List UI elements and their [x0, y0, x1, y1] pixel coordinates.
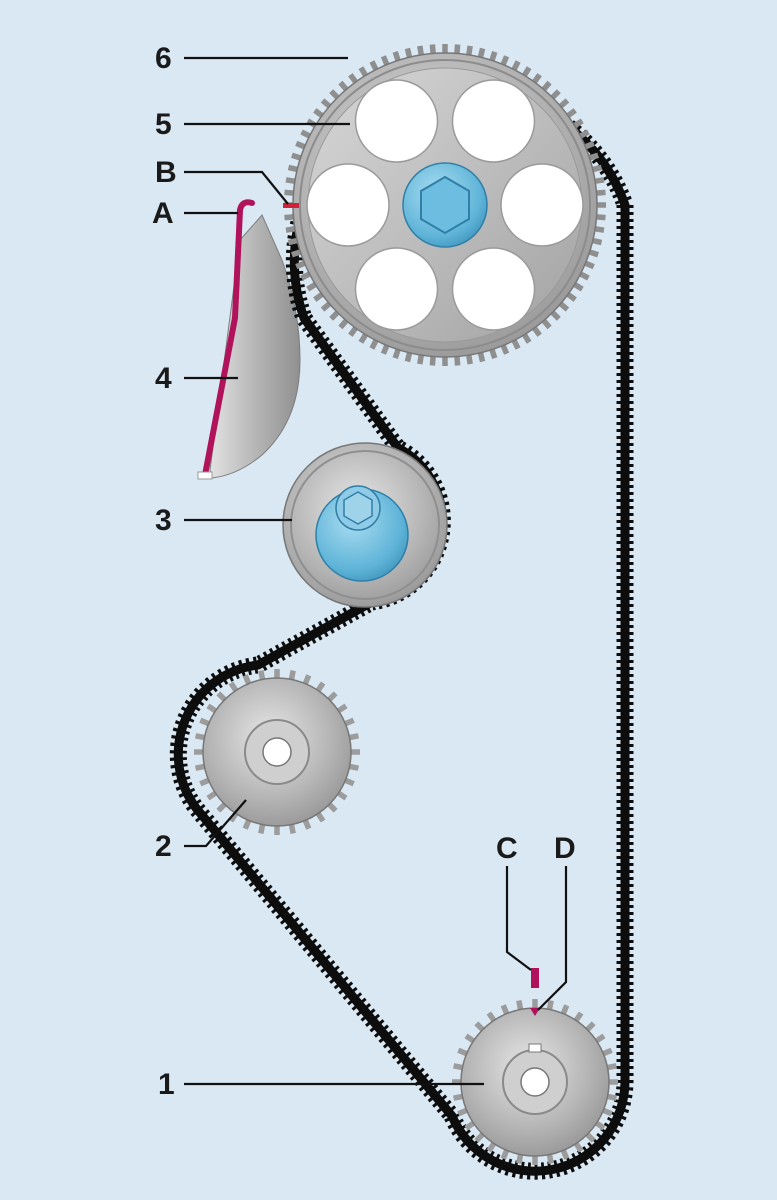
crankshaft-sprocket-bore [520, 1067, 550, 1097]
label-c: C [496, 832, 518, 865]
intermediate-sprocket-assembly [194, 669, 360, 835]
lightening-hole [451, 247, 536, 331]
label-a: A [152, 197, 174, 230]
leader-d [537, 866, 568, 1011]
camshaft-pulley-rim [299, 59, 591, 351]
engine-bracket-shape [209, 214, 301, 479]
lightening-hole [500, 163, 584, 247]
camshaft-pulley [284, 44, 606, 366]
lightening-hole [354, 79, 439, 163]
camshaft-bolt-hex-icon [420, 175, 470, 235]
label-3: 3 [155, 504, 172, 537]
locking-tool-end-cap [197, 471, 213, 480]
leader-b [184, 170, 289, 205]
leader-lines [184, 56, 568, 1086]
label-1: 1 [158, 1068, 175, 1101]
label-d: D [554, 832, 576, 865]
locking-tool-rod [202, 199, 255, 478]
crankshaft-timing-mark-icon [530, 1008, 540, 1016]
leader-2 [184, 799, 247, 848]
lightening-hole [306, 163, 390, 247]
crankshaft-sprocket-assembly [452, 999, 618, 1165]
camshaft-timing-mark-icon [283, 203, 299, 208]
label-b: B [155, 156, 177, 189]
label-4: 4 [155, 362, 172, 395]
tensioner-rim [290, 450, 440, 600]
label-5: 5 [155, 108, 172, 141]
lightening-hole [451, 79, 536, 163]
label-2: 2 [155, 830, 172, 863]
tensioner-pulley-assembly [282, 442, 448, 608]
crankcase-timing-mark-icon [531, 968, 539, 988]
crankshaft-keyway [528, 1043, 542, 1053]
label-6: 6 [155, 42, 172, 75]
tensioner-bolt-hex-icon [343, 491, 373, 525]
intermediate-sprocket-bore [262, 737, 292, 767]
lightening-hole [354, 247, 439, 331]
leader-c [505, 866, 532, 971]
lightening-holes [306, 79, 584, 331]
callout-labels: 6 5 B A 4 3 2 C D 1 [152, 42, 576, 1101]
